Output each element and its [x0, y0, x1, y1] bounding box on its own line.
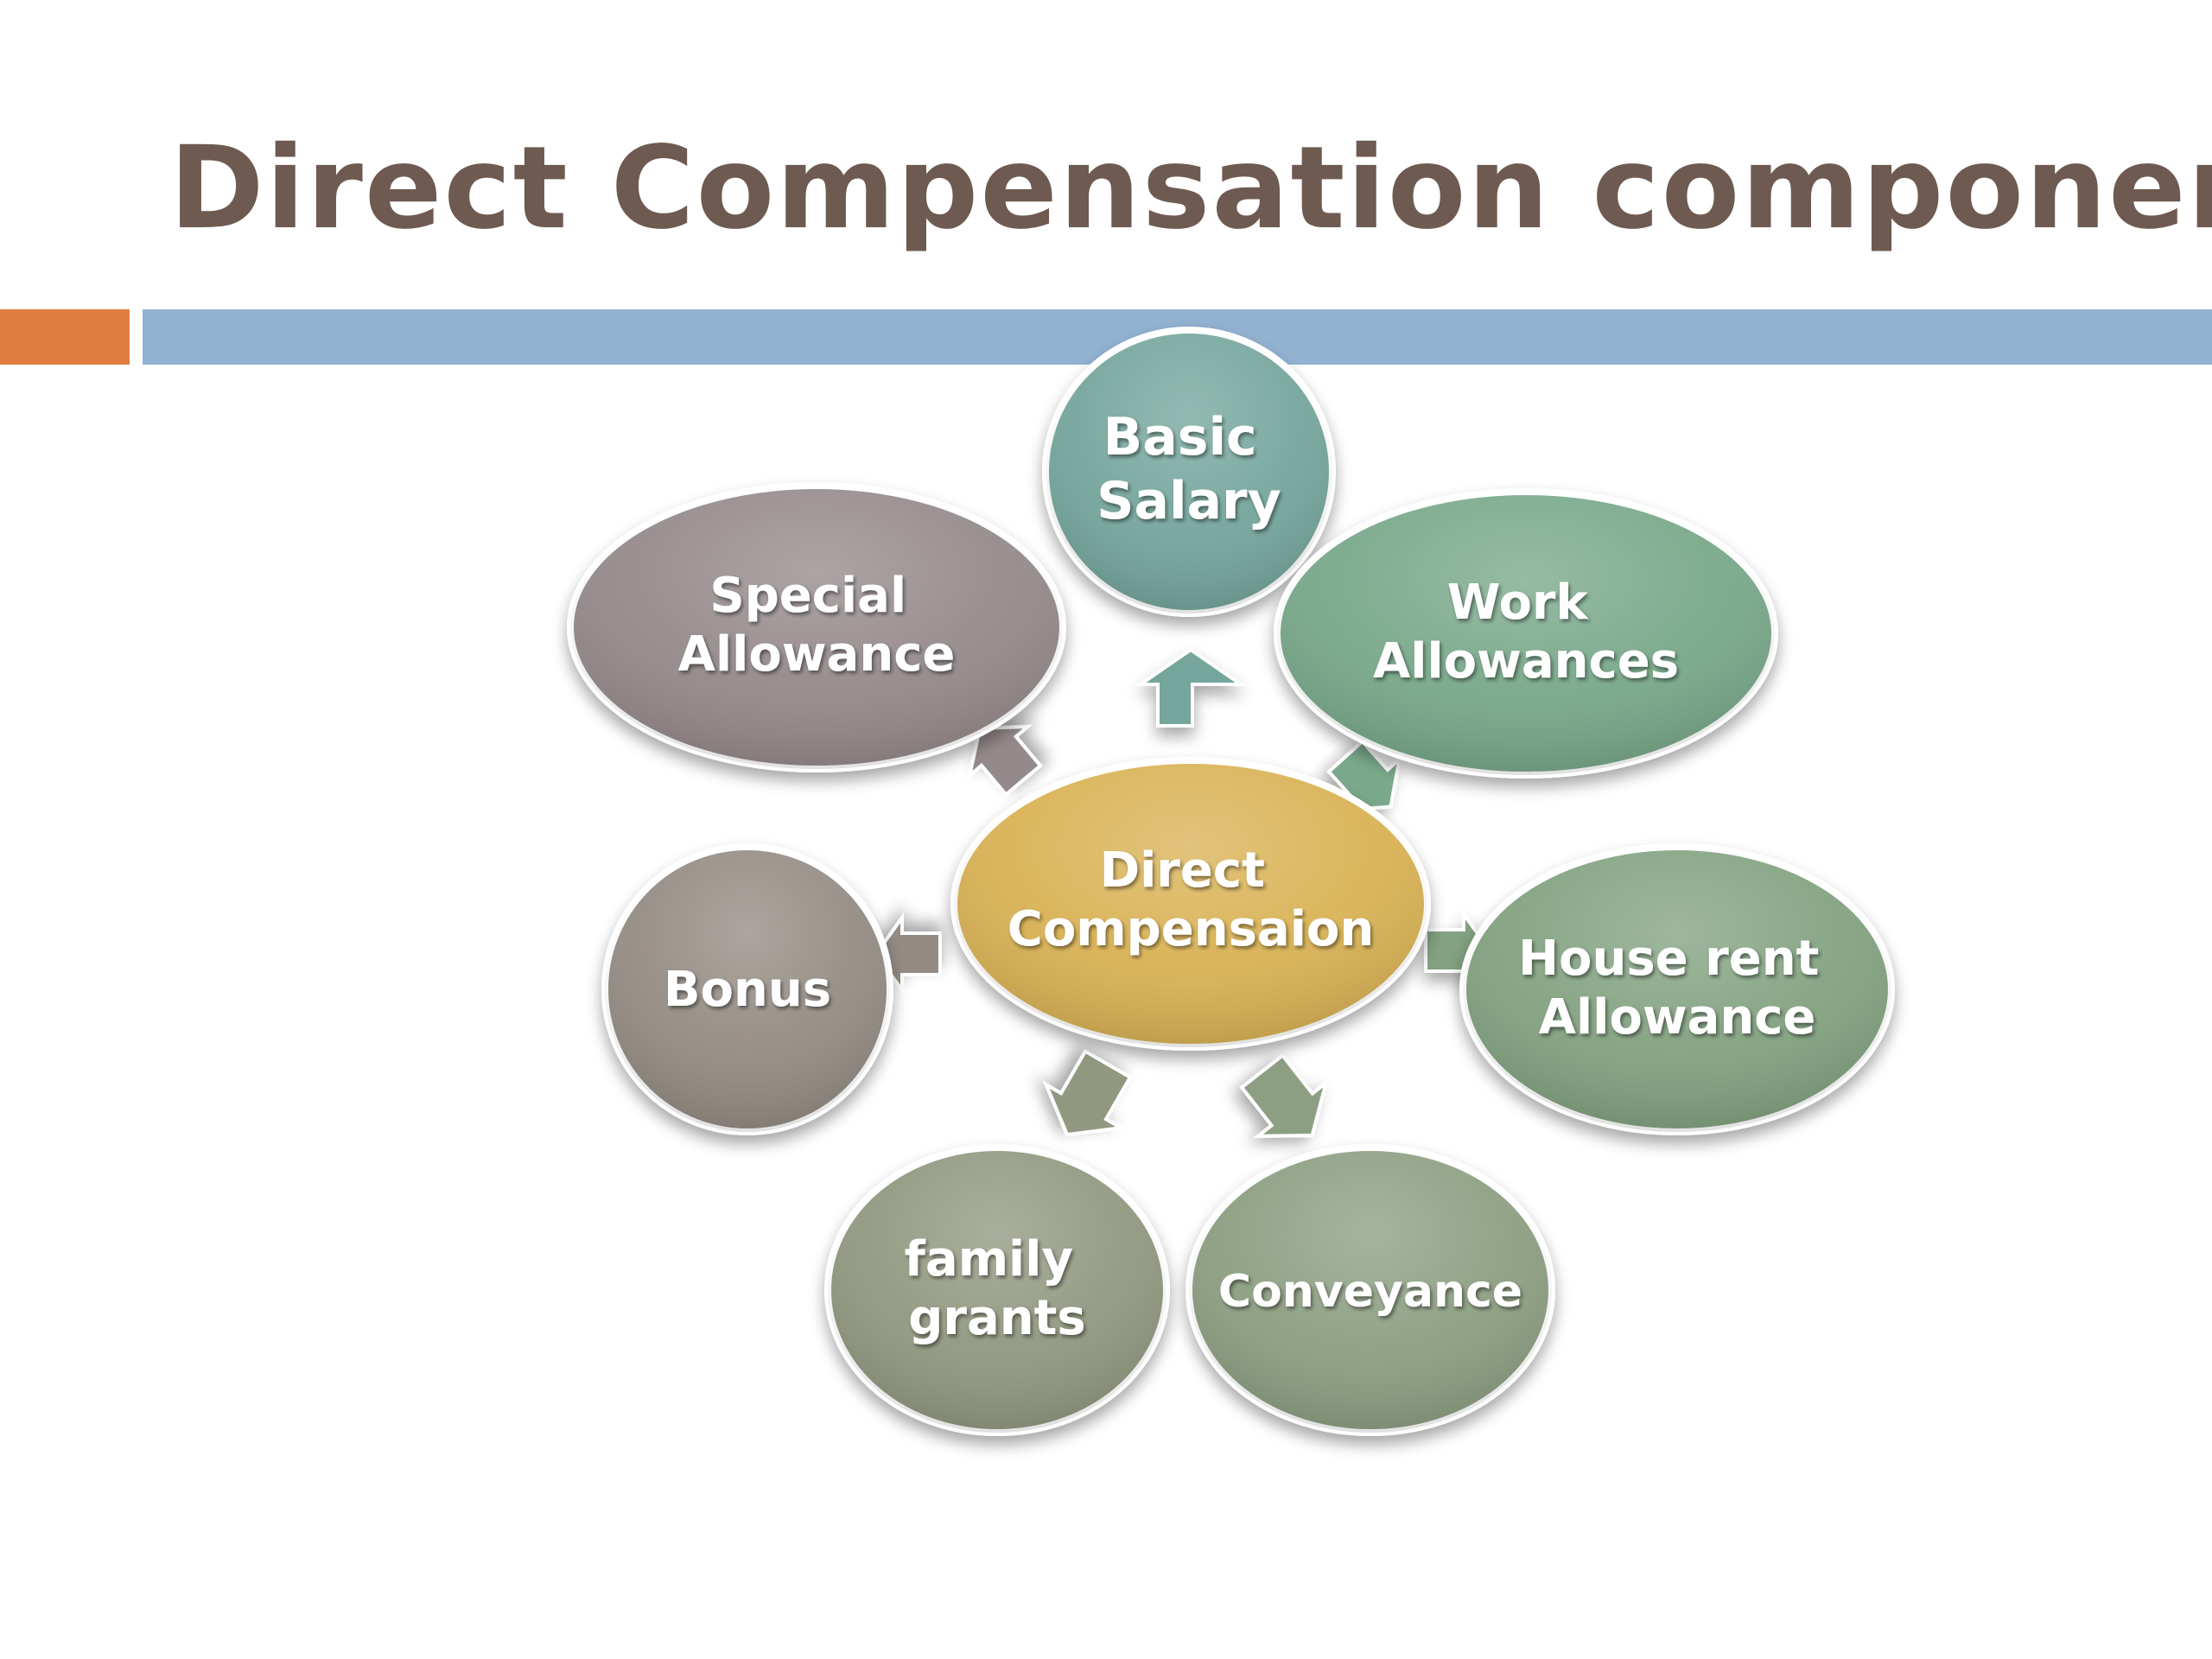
special-allowance-label-line-2: Allowance — [678, 626, 956, 683]
house-rent-allowance-label-line-1: House rent — [1518, 931, 1819, 987]
slide-title: Direct Compensation components — [169, 122, 2212, 255]
svg-text:House rent Allowance: House rent Allowance — [1518, 931, 1836, 1046]
svg-text:family grants: family grants — [905, 1231, 1090, 1346]
basic-salary-label-line-2: Salary — [1096, 471, 1281, 531]
arrow-to-special-allowance — [966, 724, 1043, 798]
work-allowances-label-line-2: Allowances — [1373, 633, 1679, 690]
node-basic-salary: Basic Salary — [1042, 327, 1336, 617]
node-bonus: Bonus — [601, 843, 893, 1135]
arrow-to-conveyance — [1239, 1052, 1330, 1138]
connector-arrows — [874, 647, 1492, 1138]
basic-salary-label-line-1: Basic — [1103, 407, 1257, 467]
work-allowances-label-line-1: Work — [1447, 575, 1590, 631]
node-conveyance: Conveyance — [1185, 1144, 1555, 1436]
node-special-allowance: Special Allowance — [567, 482, 1066, 772]
node-work-allowances: Work Allowances — [1274, 488, 1778, 779]
family-grants-label-line-1: family — [905, 1231, 1073, 1287]
direct-compensation-label-line-2: Compensaion — [1007, 901, 1375, 957]
svg-text:Bonus: Bonus — [664, 962, 831, 1018]
house-rent-allowance-label-line-2: Allowance — [1539, 989, 1816, 1046]
title-accent-orange-bar — [0, 309, 130, 365]
family-grants-label-line-2: grants — [908, 1290, 1085, 1346]
node-family-grants: family grants — [824, 1144, 1170, 1436]
special-allowance-label-line-1: Special — [709, 568, 906, 624]
svg-text:Direct Compensaion: Direct Compensaion — [1007, 842, 1375, 957]
conveyance-label: Conveyance — [1218, 1266, 1522, 1318]
svg-text:Special Allowance: Special Allowance — [678, 568, 956, 683]
bonus-label: Bonus — [664, 962, 831, 1018]
node-house-rent-allowance: House rent Allowance — [1459, 843, 1895, 1135]
svg-text:Basic Salary: Basic Salary — [1096, 407, 1281, 531]
arrow-to-basic-salary — [1135, 647, 1247, 728]
svg-text:Conveyance: Conveyance — [1218, 1266, 1522, 1318]
node-direct-compensation: Direct Compensaion — [950, 757, 1431, 1051]
arrow-to-family-grants — [1042, 1049, 1133, 1137]
svg-text:Work Allowances: Work Allowances — [1373, 575, 1679, 690]
direct-compensation-label-line-1: Direct — [1100, 842, 1265, 899]
